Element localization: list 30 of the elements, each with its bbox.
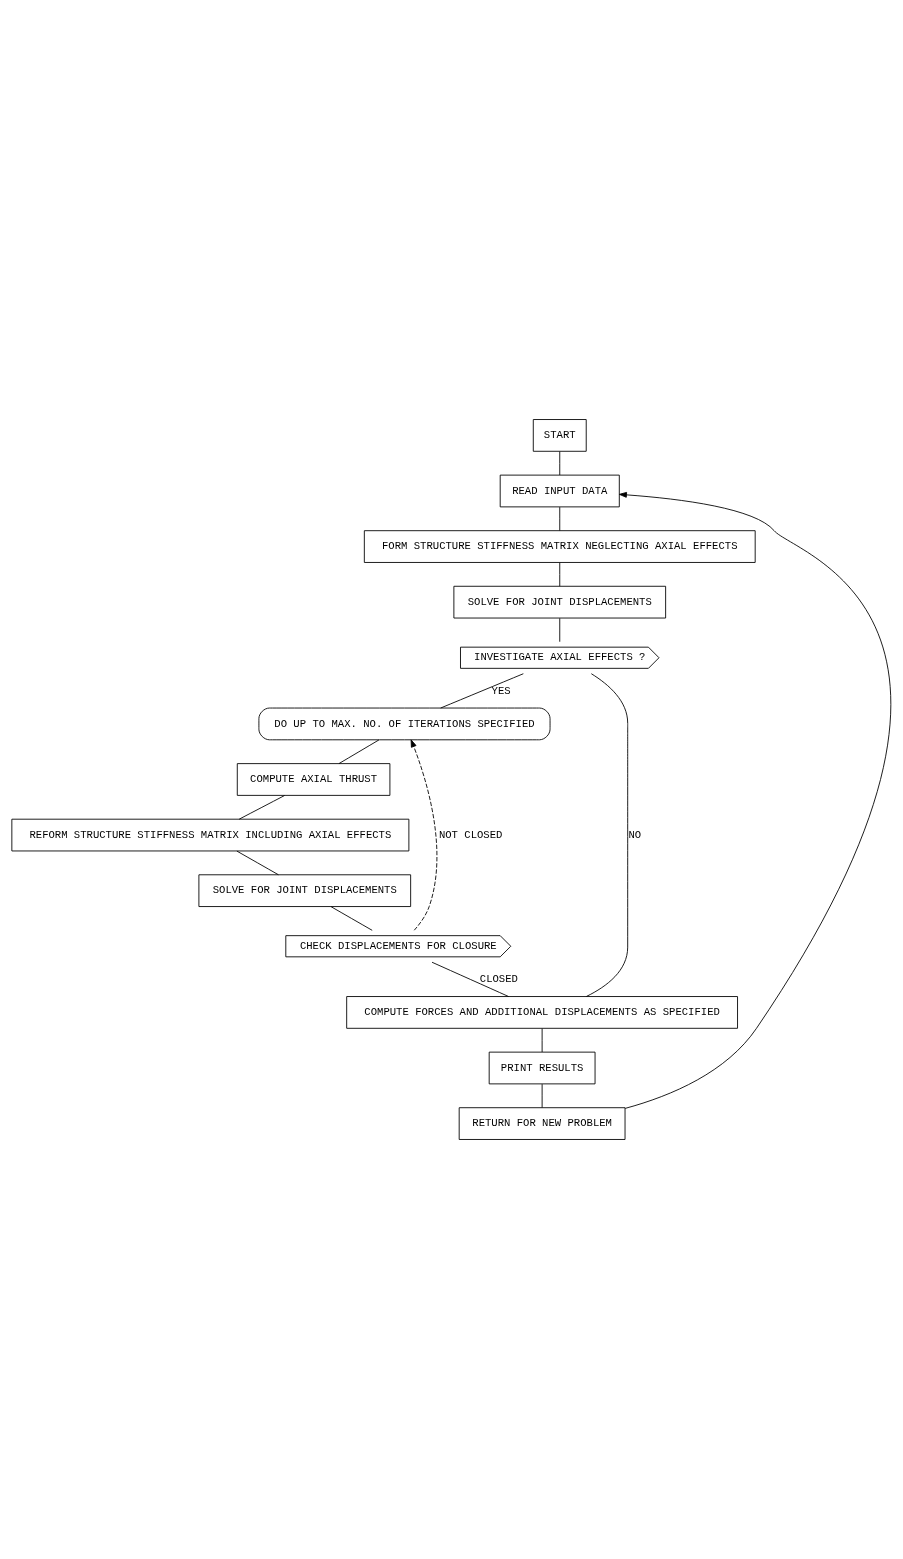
node-box: FORM STRUCTURE STIFFNESS MATRIX NEGLECTING AXIAL EFFECTS <box>363 530 756 563</box>
connector <box>238 795 285 820</box>
connector <box>559 451 561 476</box>
node-box: READ INPUT DATA <box>499 474 620 508</box>
edge-label: NOT CLOSED <box>438 828 503 841</box>
node-box: START <box>532 419 587 452</box>
arrow <box>618 491 891 1109</box>
arrow <box>410 739 438 931</box>
edge-label: YES <box>491 684 511 697</box>
connector <box>559 506 561 531</box>
node-box: SOLVE FOR JOINT DISPLACEMENTS <box>453 585 667 619</box>
connector <box>440 673 524 709</box>
connector <box>431 961 510 997</box>
connector <box>559 617 561 643</box>
connector <box>330 906 373 931</box>
edge-label: CLOSED <box>479 973 518 986</box>
node-box: SOLVE FOR JOINT DISPLACEMENTS <box>198 874 412 907</box>
connector <box>585 673 629 997</box>
node-box: RETURN FOR NEW PROBLEM <box>458 1107 626 1140</box>
connector <box>541 1028 543 1053</box>
node-box: PRINT RESULTS <box>488 1051 596 1085</box>
node-box: COMPUTE FORCES AND ADDITIONAL DISPLACEMENTS AS SPECIFIED <box>346 996 738 1029</box>
connector <box>338 739 380 765</box>
node-box: REFORM STRUCTURE STIFFNESS MATRIX INCLUDING AXIAL EFFECTS <box>11 818 410 852</box>
node-box: COMPUTE AXIAL THRUST <box>236 763 391 796</box>
connector <box>236 850 279 876</box>
connector <box>541 1083 543 1108</box>
connector <box>559 562 561 587</box>
node-box: DO UP TO MAX. NO. OF ITERATIONS SPECIFIED <box>258 707 551 741</box>
edge-label: NO <box>628 828 642 841</box>
